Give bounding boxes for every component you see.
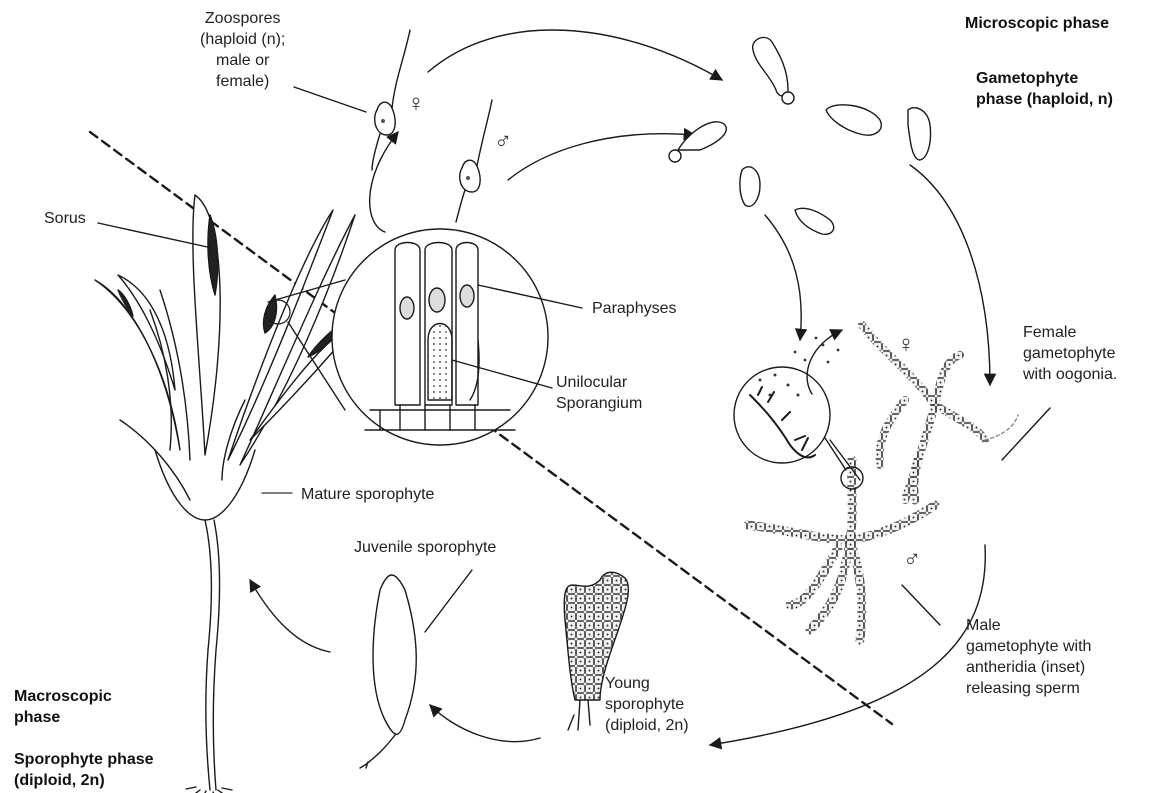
germinating-spores-drawing	[669, 37, 931, 234]
gametophyte-phase-label: Gametophyte phase (haploid, n)	[976, 68, 1113, 110]
macroscopic-phase-label: Macroscopic phase	[14, 686, 112, 728]
juvenile-sporophyte-drawing	[360, 575, 416, 768]
male-gametophyte-label: Male gametophyte with antheridia (inset)…	[966, 615, 1091, 699]
unilocular-sporangium-label: Unilocular Sporangium	[556, 372, 642, 414]
mature-sporophyte-label: Mature sporophyte	[301, 484, 434, 505]
female-gametophyte-drawing	[862, 325, 985, 500]
sorus-label: Sorus	[44, 208, 86, 229]
paraphyses-label: Paraphyses	[592, 298, 677, 319]
zoospores-label: Zoospores (haploid (n); male or female)	[200, 8, 285, 92]
male-symbol-gametophyte: ♂	[903, 548, 921, 572]
female-gametophyte-label: Female gametophyte with oogonia.	[1023, 322, 1117, 385]
female-symbol-gametophyte: ♀	[897, 333, 915, 357]
antheridia-inset	[734, 330, 863, 489]
juvenile-sporophyte-label: Juvenile sporophyte	[354, 537, 496, 558]
male-symbol-zoospore: ♂	[494, 130, 512, 154]
female-symbol-zoospore: ♀	[407, 92, 425, 116]
microscopic-phase-label: Microscopic phase	[965, 13, 1109, 34]
zoospores-drawing	[372, 30, 492, 222]
sorus-magnification	[332, 229, 548, 445]
sporophyte-phase-label: Sporophyte phase (diploid, 2n)	[14, 749, 154, 791]
young-sporophyte-label: Young sporophyte (diploid, 2n)	[605, 673, 689, 736]
